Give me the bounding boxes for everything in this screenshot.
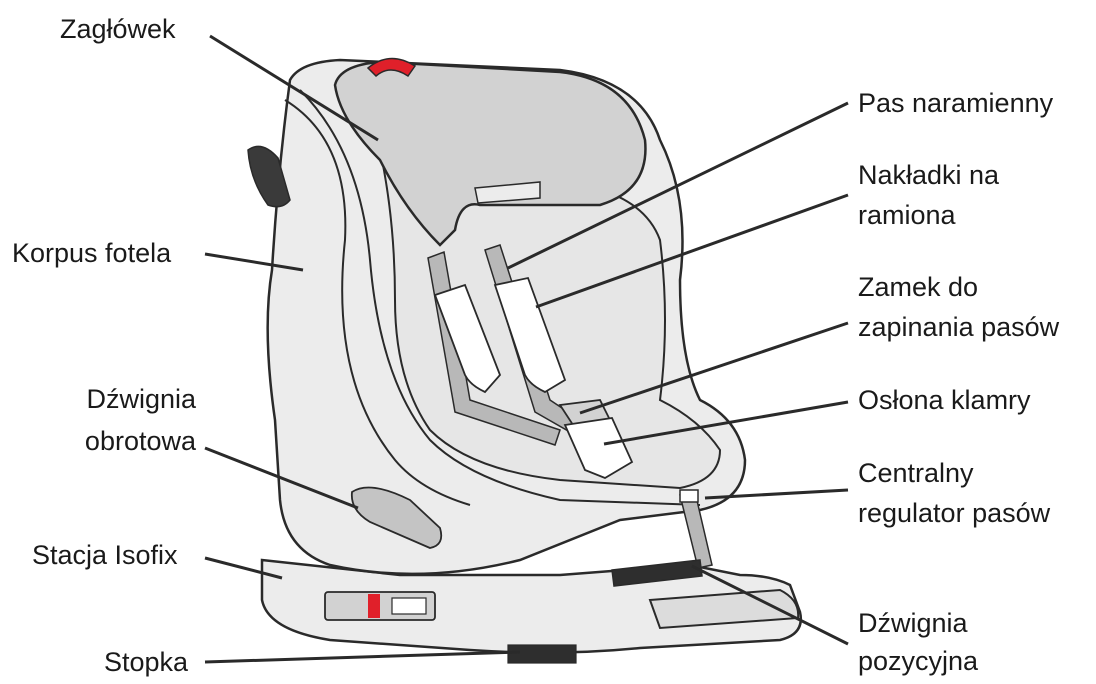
headrest-handle [366, 57, 417, 78]
side-knob [247, 145, 291, 208]
leader-shoulder-belt [507, 101, 849, 270]
label-shoulder-pads-line2: ramiona [858, 200, 956, 230]
leader-buckle-cover [603, 400, 849, 446]
leader-rotation-lever [204, 446, 359, 510]
label-isofix-station: Stacja Isofix [32, 540, 178, 570]
shoulder-pad-left [433, 283, 502, 394]
label-rotation-lever-line1: Dźwignia [86, 384, 196, 414]
isofix-button [391, 597, 427, 615]
rotation-lever [350, 486, 443, 549]
leader-lines [204, 34, 849, 664]
headrest [333, 60, 647, 247]
label-rotation-lever-line2: obrotowa [84, 426, 196, 456]
buckle-cover [563, 417, 634, 480]
headrest-slot [474, 181, 541, 204]
leader-seat-body [204, 252, 304, 272]
label-buckle-line2: zapinania pasów [858, 312, 1060, 342]
label-central-adjuster-line2: regulator pasów [858, 498, 1051, 528]
support-leg [507, 644, 577, 664]
leader-shoulder-pads [535, 193, 849, 309]
shoulder-strap-left [427, 250, 561, 446]
label-position-lever-line1: Dźwignia [858, 608, 968, 638]
leader-buckle [579, 321, 849, 415]
central-adjuster [679, 489, 699, 503]
label-headrest: Zagłówek [60, 14, 176, 44]
leader-position-lever [691, 564, 849, 646]
shell-side-edge [284, 99, 471, 506]
position-lever [611, 559, 703, 587]
isofix-indicator [368, 594, 380, 618]
leader-central-adjuster [704, 488, 849, 500]
label-shoulder-belt: Pas naramienny [858, 88, 1054, 118]
label-buckle-line1: Zamek do [858, 272, 979, 302]
leader-headrest [209, 34, 379, 142]
shell-inner-edge [299, 89, 701, 506]
label-position-lever-line2: pozycyjna [858, 646, 979, 676]
label-support-leg: Stopka [104, 647, 189, 677]
leader-isofix [204, 556, 283, 580]
label-buckle-cover: Osłona klamry [858, 385, 1031, 415]
leader-support-leg [204, 650, 521, 664]
label-seat-body: Korpus fotela [12, 238, 172, 268]
label-shoulder-pads-line1: Nakładki na [858, 160, 1000, 190]
isofix-base [260, 558, 803, 654]
label-central-adjuster-line1: Centralny [858, 458, 974, 488]
shoulder-pad-right [493, 276, 567, 394]
